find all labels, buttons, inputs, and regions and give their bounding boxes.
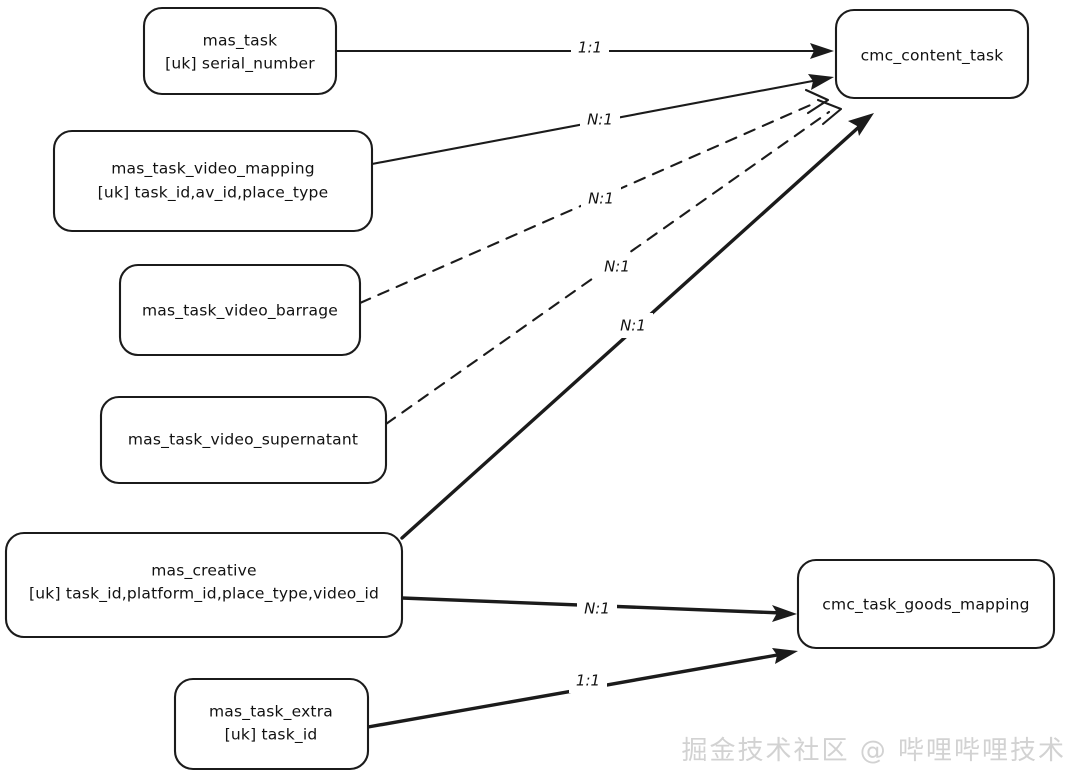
node-title: mas_task_video_supernatant [128, 431, 358, 450]
node-mas-task-video-supernatant[interactable]: mas_task_video_supernatant [99, 395, 388, 485]
edge-label-nto1: N:1 [588, 190, 614, 208]
edge-mas-task-video-supernatant-to-cmc-content-task[interactable]: N:1 [384, 98, 843, 426]
node-box [173, 677, 370, 771]
edge-label-nto1: N:1 [584, 600, 610, 618]
node-box [118, 263, 362, 357]
node-mas-task[interactable]: mas_task [uk] serial_number [142, 6, 338, 96]
node-cmc-content-task[interactable]: cmc_content_task [834, 8, 1030, 100]
node-box [4, 531, 404, 639]
node-cmc-task-goods-mapping[interactable]: cmc_task_goods_mapping [796, 558, 1056, 650]
node-title: mas_task_video_mapping [111, 160, 315, 179]
edge-label-1to1: 1:1 [576, 672, 600, 690]
node-mas-creative[interactable]: mas_creative [uk] task_id,platform_id,pl… [4, 531, 404, 639]
edge-label-1to1: 1:1 [578, 39, 602, 57]
edge-label-backdrop [613, 313, 653, 338]
edge-mas-creative-to-cmc-task-goods-mapping[interactable]: N:1 [400, 596, 797, 622]
node-title: mas_task_video_barrage [142, 302, 338, 321]
node-title: mas_task_extra [209, 703, 333, 722]
edge-label-backdrop [571, 36, 609, 60]
edge-mas-task-to-cmc-content-task[interactable]: 1:1 [334, 36, 834, 60]
edge-mas-task-extra-to-cmc-task-goods-mapping[interactable]: 1:1 [366, 648, 798, 729]
edge-label-nto1: N:1 [620, 317, 646, 335]
arrowhead-filled-icon [848, 113, 874, 136]
edge-label-nto1: N:1 [587, 111, 613, 129]
arrowhead-open-icon [804, 88, 830, 115]
edge-mas-creative-to-cmc-content-task[interactable]: N:1 [400, 113, 874, 540]
arrowhead-filled-icon [808, 74, 834, 90]
node-title: mas_creative [151, 562, 257, 581]
node-mas-task-video-mapping[interactable]: mas_task_video_mapping [uk] task_id,av_i… [52, 129, 374, 233]
node-title: cmc_task_goods_mapping [822, 596, 1029, 615]
edge-label-backdrop [581, 186, 621, 211]
node-title: mas_task [203, 32, 278, 51]
watermark: 掘金技术社区 @ 哔哩哔哩技术 [681, 736, 1066, 766]
arrowhead-filled-icon [772, 648, 798, 664]
node-box [834, 8, 1030, 100]
node-subtitle: [uk] task_id,platform_id,place_type,vide… [29, 585, 379, 604]
edge-label-nto1: N:1 [604, 258, 630, 276]
edge-label-backdrop [580, 107, 620, 132]
edge-label-backdrop [577, 596, 617, 621]
node-subtitle: [uk] serial_number [165, 55, 315, 74]
edge-label-backdrop [569, 668, 607, 693]
node-box [142, 6, 338, 96]
arrowhead-filled-icon [772, 605, 797, 622]
node-title: cmc_content_task [861, 47, 1004, 66]
edge-label-backdrop [597, 254, 637, 279]
node-box [99, 395, 388, 485]
node-layer: mas_task [uk] serial_number mas_task_vid… [4, 6, 1056, 771]
node-subtitle: [uk] task_id [225, 726, 318, 745]
arrowhead-open-icon [816, 98, 843, 126]
edge-layer: 1:1 N:1 N:1 N:1 [334, 36, 874, 729]
node-box [796, 558, 1056, 650]
edge-mas-task-video-mapping-to-cmc-content-task[interactable]: N:1 [370, 74, 834, 166]
node-mas-task-video-barrage[interactable]: mas_task_video_barrage [118, 263, 362, 357]
edge-mas-task-video-barrage-to-cmc-content-task[interactable]: N:1 [358, 88, 830, 305]
node-mas-task-extra[interactable]: mas_task_extra [uk] task_id [173, 677, 370, 771]
node-subtitle: [uk] task_id,av_id,place_type [98, 184, 329, 203]
arrowhead-filled-icon [810, 43, 834, 59]
node-box [52, 129, 374, 233]
